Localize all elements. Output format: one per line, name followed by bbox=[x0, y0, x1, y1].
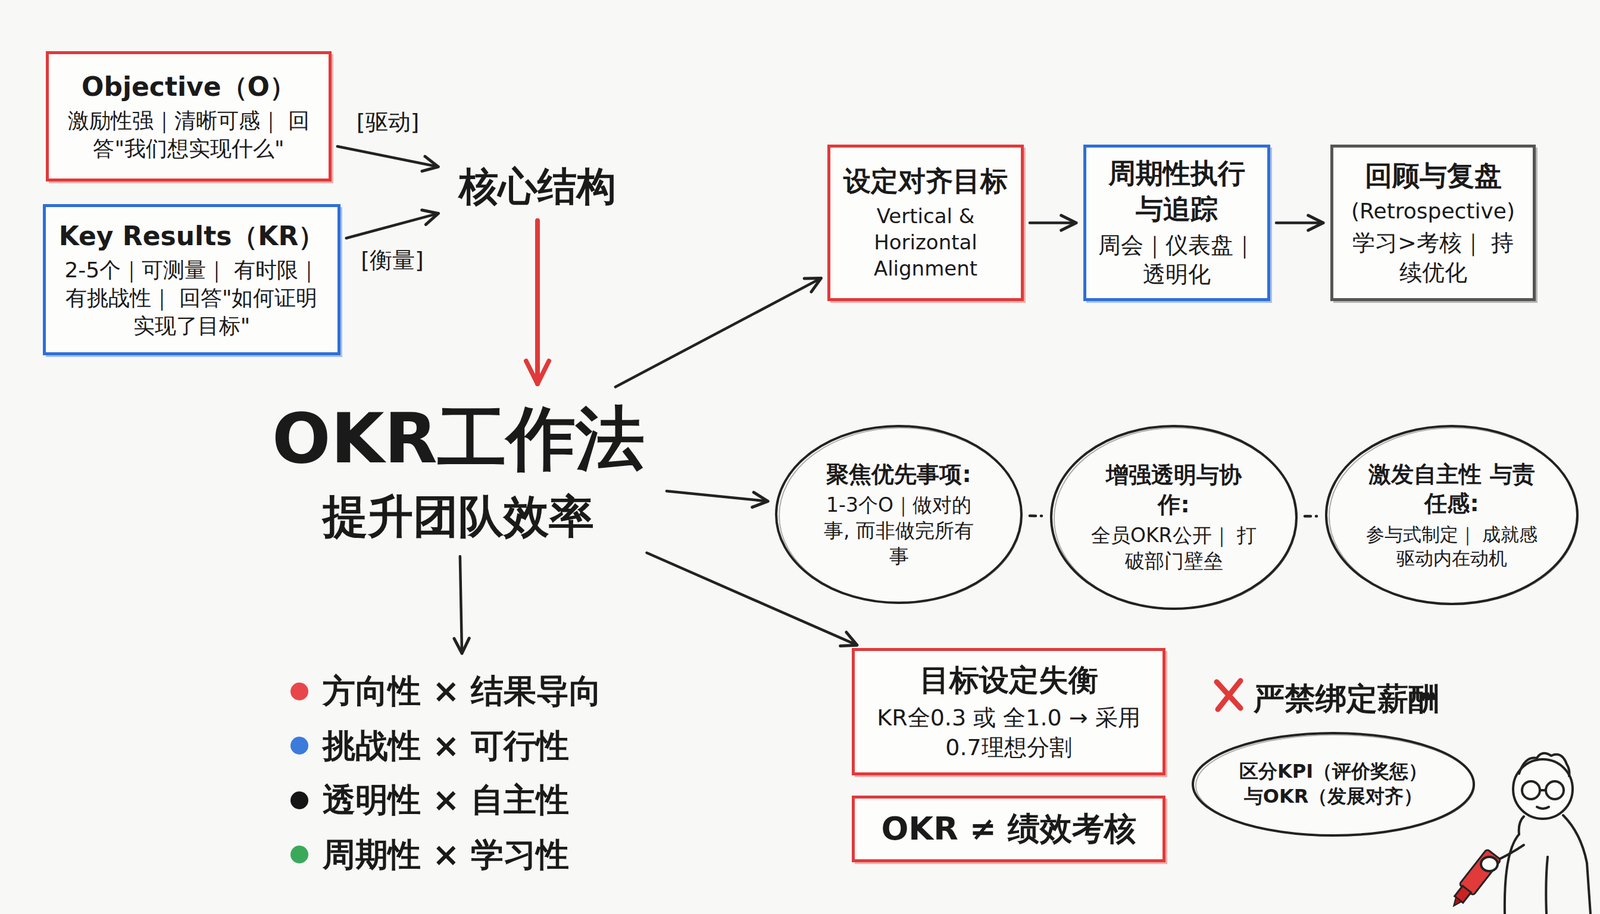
edge-label: [衡量] bbox=[355, 244, 429, 277]
node-heading: 激发自主性 与责任感: bbox=[1365, 460, 1539, 520]
process-box: 设定对齐目标Vertical & Horizontal Alignment bbox=[827, 144, 1024, 302]
connector-arrow bbox=[535, 220, 540, 384]
bullet-item: 周期性 × 学习性 bbox=[290, 833, 570, 877]
node-body: 参与式制定｜ 成就感驱动内在动机 bbox=[1365, 522, 1539, 571]
benefit-ellipse: 增强透明与协作:全员OKR公开｜ 打破部门壁垒 bbox=[1048, 423, 1299, 612]
principle-text: 挑战性 × 可行性 bbox=[322, 725, 570, 768]
connector-arrow bbox=[346, 213, 439, 239]
connector-arrow bbox=[1029, 221, 1077, 225]
ellipse-outline bbox=[1190, 730, 1477, 839]
node-heading: 增强透明与协作: bbox=[1090, 460, 1258, 520]
node-body: 提升团队效率 bbox=[322, 487, 595, 547]
objective-box: Objective（O）激励性强｜清晰可感｜ 回答"我们想实现什么" bbox=[45, 51, 332, 182]
connector-arrow bbox=[615, 277, 822, 387]
warning-label: 严禁绑定薪酬 bbox=[1248, 677, 1445, 722]
node-body: 2-5个｜可测量｜ 有时限｜有挑战性｜ 回答"如何证明实现了目标" bbox=[56, 256, 327, 340]
bullet-item: 方向性 × 结果导向 bbox=[290, 670, 602, 714]
node-heading: 目标设定失衡 bbox=[919, 661, 1099, 700]
process-box: 回顾与复盘(Retrospective)学习>考核｜ 持续优化 bbox=[1330, 144, 1536, 302]
connector-arrow bbox=[337, 146, 439, 167]
bullet-item: 透明性 × 自主性 bbox=[290, 779, 570, 823]
node-heading: Objective（O） bbox=[81, 69, 296, 104]
connector-arrow bbox=[1304, 514, 1317, 518]
node-heading: 核心结构 bbox=[458, 161, 617, 213]
principle-text: 方向性 × 结果导向 bbox=[322, 670, 602, 714]
node-body: 学习>考核｜ 持续优化 bbox=[1344, 228, 1523, 288]
connector-arrow bbox=[460, 556, 462, 654]
hand bbox=[1480, 857, 1498, 872]
connector-arrow bbox=[1276, 221, 1324, 225]
key-results-box: Key Results（KR）2-5个｜可测量｜ 有时限｜有挑战性｜ 回答"如何… bbox=[42, 204, 341, 356]
node-body: 激励性强｜清晰可感｜ 回答"我们想实现什么" bbox=[59, 107, 318, 164]
node-body: (Retrospective) bbox=[1351, 197, 1515, 226]
node-heading: 周期性执行 与追踪 bbox=[1097, 155, 1257, 228]
principle-list: 方向性 × 结果导向挑战性 × 可行性透明性 × 自主性周期性 × 学习性 bbox=[285, 660, 643, 886]
central-title: OKR工作法提升团队效率 bbox=[255, 389, 661, 551]
red-marker-pen bbox=[1446, 849, 1501, 912]
connector-arrow bbox=[1029, 514, 1042, 518]
cross-mark bbox=[1216, 680, 1241, 710]
connector-arrow bbox=[666, 491, 768, 502]
note-ellipse: 区分KPI（评价奖惩） 与OKR（发展对齐） bbox=[1190, 730, 1477, 839]
teacher-figure bbox=[1490, 753, 1591, 914]
node-heading: OKR ≠ 绩效考核 bbox=[880, 808, 1136, 850]
node-heading: OKR工作法 bbox=[272, 394, 645, 484]
node-body: 全员OKR公开｜ 打破部门壁垒 bbox=[1090, 523, 1258, 575]
bullet-dot bbox=[290, 682, 309, 701]
principle-text: 周期性 × 学习性 bbox=[322, 833, 570, 877]
node-heading: 聚焦优先事项: bbox=[826, 460, 971, 490]
bullet-dot bbox=[290, 845, 309, 864]
node-heading: 回顾与复盘 bbox=[1364, 158, 1502, 195]
benefit-ellipse: 激发自主性 与责任感:参与式制定｜ 成就感驱动内在动机 bbox=[1323, 423, 1580, 607]
node-heading: 设定对齐目标 bbox=[843, 163, 1008, 200]
bullet-dot bbox=[290, 791, 309, 810]
pitfall-box: OKR ≠ 绩效考核 bbox=[851, 795, 1166, 863]
edge-label: [驱动] bbox=[351, 105, 425, 139]
node-heading: Key Results（KR） bbox=[58, 219, 325, 253]
node-body: 1-3个O｜做对的事, 而非做完所有事 bbox=[815, 492, 983, 570]
process-box: 周期性执行 与追踪周会｜仪表盘｜ 透明化 bbox=[1083, 144, 1271, 302]
core-structure-label: 核心结构 bbox=[445, 157, 630, 217]
bullet-dot bbox=[290, 736, 309, 755]
pitfall-box: 目标设定失衡KR全0.3 或 全1.0 → 采用0.7理想分割 bbox=[851, 648, 1166, 776]
benefit-ellipse: 聚焦优先事项:1-3个O｜做对的事, 而非做完所有事 bbox=[773, 423, 1024, 606]
node-body: 周会｜仪表盘｜ 透明化 bbox=[1097, 230, 1257, 290]
node-body: Vertical & Horizontal Alignment bbox=[841, 202, 1011, 283]
node-body: KR全0.3 或 全1.0 → 采用0.7理想分割 bbox=[865, 703, 1152, 763]
bullet-item: 挑战性 × 可行性 bbox=[290, 725, 570, 768]
node-heading: 区分KPI（评价奖惩） 与OKR（发展对齐） bbox=[1232, 759, 1435, 809]
principle-text: 透明性 × 自主性 bbox=[322, 779, 570, 823]
